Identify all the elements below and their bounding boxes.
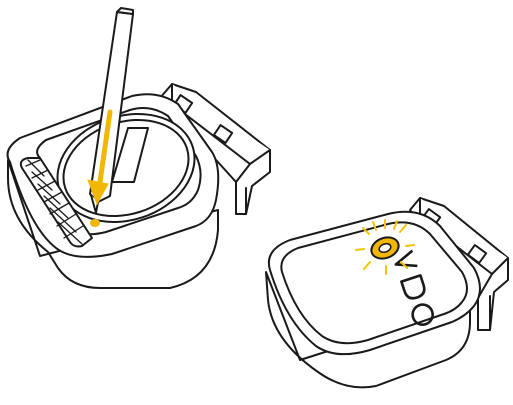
sensor-open-assembly [8, 84, 270, 288]
reset-button [90, 219, 100, 227]
sensor-closed-assembly [266, 198, 508, 387]
